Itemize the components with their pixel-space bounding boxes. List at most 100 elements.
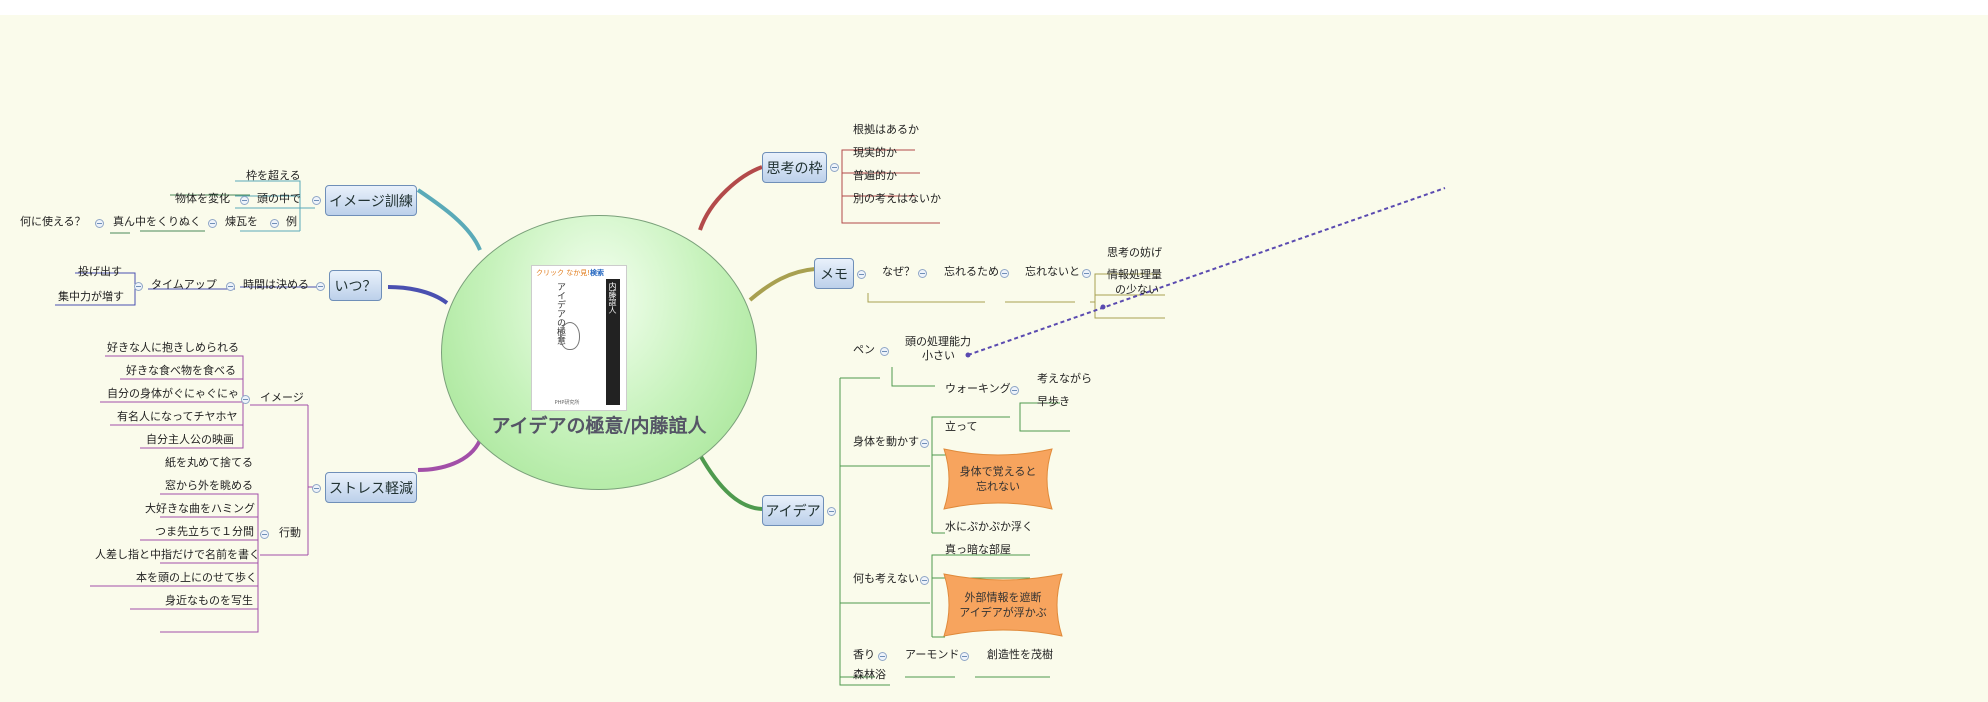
collapse-toggle-icon[interactable] bbox=[312, 484, 321, 493]
topic-label: イメージ訓練 bbox=[329, 193, 413, 210]
node-shinrin[interactable]: 森林浴 bbox=[853, 668, 886, 681]
collapse-toggle-icon[interactable] bbox=[208, 219, 217, 228]
node-stress-action[interactable]: 行動 bbox=[279, 526, 301, 539]
node-nagedasu[interactable]: 投げ出す bbox=[78, 265, 122, 278]
node-souzou[interactable]: 創造性を茂樹 bbox=[987, 648, 1053, 661]
node-memo-2[interactable]: 情報処理量 bbox=[1107, 268, 1162, 281]
node-action-item-4[interactable]: つま先立ちで１分間 bbox=[155, 525, 254, 538]
node-waku[interactable]: 枠を超える bbox=[246, 169, 301, 182]
node-tatte[interactable]: 立って bbox=[945, 420, 978, 433]
node-action-item-1[interactable]: 紙を丸めて捨てる bbox=[165, 456, 253, 469]
node-mannaka[interactable]: 真ん中をくりぬく bbox=[113, 215, 201, 228]
node-wasurenai[interactable]: 忘れないと bbox=[1025, 265, 1080, 278]
node-shikou-2[interactable]: 現実的か bbox=[853, 146, 897, 159]
topic-label: メモ bbox=[820, 266, 848, 283]
collapse-toggle-icon[interactable] bbox=[226, 282, 235, 291]
central-topic[interactable]: クリック なか見!検索 アイデアの極意 内藤誼人 PHP研究所 アイデアの極意/… bbox=[441, 215, 757, 490]
node-nanimo[interactable]: 何も考えない bbox=[853, 572, 919, 585]
node-shikou-1[interactable]: 根拠はあるか bbox=[853, 123, 919, 136]
callout-shape bbox=[943, 573, 1063, 637]
node-action-item-7[interactable]: 身近なものを写生 bbox=[165, 594, 253, 607]
book-title: アイデアの極意 bbox=[555, 282, 565, 345]
collapse-toggle-icon[interactable] bbox=[1082, 269, 1091, 278]
node-action-item-2[interactable]: 窓から外を眺める bbox=[165, 479, 253, 492]
node-shikou-3[interactable]: 普遍的か bbox=[853, 169, 897, 182]
topic-image-training[interactable]: イメージ訓練 bbox=[325, 185, 417, 216]
collapse-toggle-icon[interactable] bbox=[312, 196, 321, 205]
connector-lines bbox=[55, 149, 1446, 686]
callout-line-1: 身体で覚えると bbox=[959, 465, 1037, 478]
collapse-toggle-icon[interactable] bbox=[1000, 269, 1009, 278]
collapse-toggle-icon[interactable] bbox=[134, 282, 143, 291]
look-inside-badge: クリック なか見!検索 bbox=[536, 269, 605, 277]
node-buttai[interactable]: 物体を変化 bbox=[175, 192, 230, 205]
node-wasureru[interactable]: 忘れるため bbox=[944, 265, 999, 278]
mindmap-canvas[interactable]: クリック なか見!検索 アイデアの極意 内藤誼人 PHP研究所 アイデアの極意/… bbox=[0, 15, 1988, 702]
collapse-toggle-icon[interactable] bbox=[918, 269, 927, 278]
node-chiisai[interactable]: 小さい bbox=[922, 349, 955, 362]
node-image-item-5[interactable]: 自分主人公の映画 bbox=[146, 433, 234, 446]
callout-line-2: アイデアが浮かぶ bbox=[959, 606, 1047, 619]
node-memo-1[interactable]: 思考の妨げ bbox=[1107, 246, 1162, 259]
book-cover-image: クリック なか見!検索 アイデアの極意 内藤誼人 PHP研究所 bbox=[531, 265, 627, 411]
collapse-toggle-icon[interactable] bbox=[827, 507, 836, 516]
node-renga[interactable]: 煉瓦を bbox=[225, 215, 258, 228]
topic-shikou[interactable]: 思考の枠 bbox=[762, 152, 827, 183]
topic-idea[interactable]: アイデア bbox=[762, 495, 824, 526]
node-mizu[interactable]: 水にぷかぷか浮く bbox=[945, 520, 1033, 533]
node-action-item-3[interactable]: 大好きな曲をハミング bbox=[145, 502, 255, 515]
node-nani[interactable]: 何に使える？ bbox=[20, 215, 86, 228]
book-publisher: PHP研究所 bbox=[554, 400, 580, 406]
node-makkura[interactable]: 真っ暗な部屋 bbox=[945, 543, 1011, 556]
node-kaori[interactable]: 香り bbox=[853, 648, 875, 661]
node-image-item-2[interactable]: 好きな食べ物を食べる bbox=[126, 364, 236, 377]
collapse-toggle-icon[interactable] bbox=[878, 652, 887, 661]
node-jikan[interactable]: 時間は決める bbox=[243, 278, 309, 291]
collapse-toggle-icon[interactable] bbox=[880, 347, 889, 356]
collapse-toggle-icon[interactable] bbox=[920, 576, 929, 585]
collapse-toggle-icon[interactable] bbox=[960, 652, 969, 661]
node-shuchu[interactable]: 集中力が増す bbox=[58, 290, 124, 303]
collapse-toggle-icon[interactable] bbox=[316, 282, 325, 291]
collapse-toggle-icon[interactable] bbox=[260, 530, 269, 539]
collapse-toggle-icon[interactable] bbox=[920, 439, 929, 448]
node-rei[interactable]: 例 bbox=[286, 215, 297, 228]
topic-label: ストレス軽減 bbox=[329, 480, 413, 497]
collapse-toggle-icon[interactable] bbox=[1010, 386, 1019, 395]
topic-label: 思考の枠 bbox=[766, 160, 823, 177]
book-spine bbox=[606, 279, 620, 405]
collapse-toggle-icon[interactable] bbox=[857, 270, 866, 279]
callout-body-memory[interactable]: 身体で覚えると 忘れない bbox=[940, 445, 1056, 513]
node-action-item-6[interactable]: 本を頭の上にのせて歩く bbox=[136, 571, 257, 584]
collapse-toggle-icon[interactable] bbox=[240, 196, 249, 205]
topic-stress[interactable]: ストレス軽減 bbox=[325, 472, 417, 503]
node-memo-3[interactable]: の少ない bbox=[1115, 283, 1159, 296]
node-image-item-1[interactable]: 好きな人に抱きしめられる bbox=[107, 341, 239, 354]
topic-itsu[interactable]: いつ？ bbox=[329, 270, 382, 301]
node-karada[interactable]: 身体を動かす bbox=[853, 435, 919, 448]
callout-block-info[interactable]: 外部情報を遮断 アイデアが浮かぶ bbox=[940, 570, 1066, 640]
collapse-toggle-icon[interactable] bbox=[830, 163, 839, 172]
node-timeup[interactable]: タイムアップ bbox=[151, 278, 217, 291]
central-topic-title: アイデアの極意/内藤誼人 bbox=[491, 415, 707, 437]
node-naze[interactable]: なぜ？ bbox=[882, 265, 915, 278]
node-image-item-4[interactable]: 有名人になってチヤホヤ bbox=[117, 410, 238, 423]
callout-line-2: 忘れない bbox=[976, 480, 1020, 493]
collapse-toggle-icon[interactable] bbox=[270, 219, 279, 228]
node-shikou-4[interactable]: 別の考えはないか bbox=[853, 192, 941, 205]
flower-illustration-icon bbox=[560, 322, 580, 350]
book-author: 内藤誼人 bbox=[608, 282, 617, 314]
node-atama-shori[interactable]: 頭の処理能力 bbox=[905, 335, 971, 348]
collapse-toggle-icon[interactable] bbox=[241, 395, 250, 404]
node-image-item-3[interactable]: 自分の身体がぐにゃぐにゃ bbox=[107, 387, 239, 400]
collapse-toggle-icon[interactable] bbox=[95, 219, 104, 228]
node-almond[interactable]: アーモンド bbox=[905, 648, 960, 661]
node-hayaaruki[interactable]: 早歩き bbox=[1037, 395, 1070, 408]
node-action-item-5[interactable]: 人差し指と中指だけで名前を書く bbox=[95, 548, 260, 561]
node-atama[interactable]: 頭の中で bbox=[257, 192, 301, 205]
node-kangae[interactable]: 考えながら bbox=[1037, 372, 1092, 385]
node-stress-image[interactable]: イメージ bbox=[260, 391, 304, 404]
node-pen[interactable]: ペン bbox=[853, 343, 875, 356]
node-walking[interactable]: ウォーキング bbox=[945, 382, 1011, 395]
topic-memo[interactable]: メモ bbox=[814, 258, 854, 289]
